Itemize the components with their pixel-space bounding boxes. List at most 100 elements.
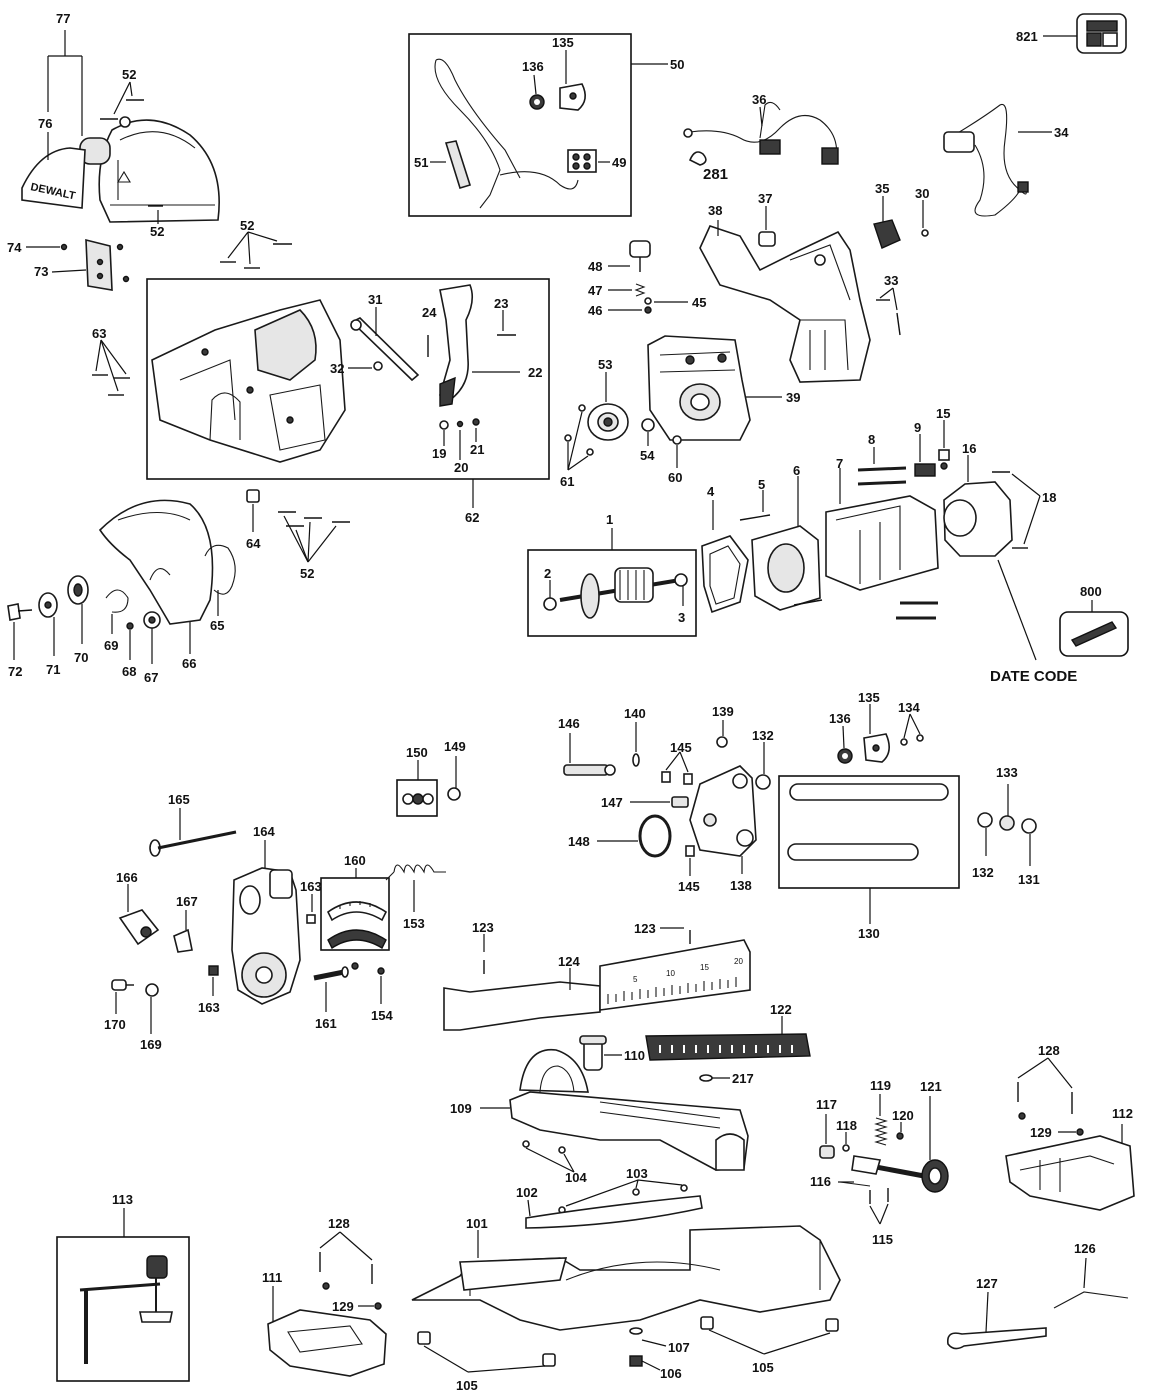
screw-163-b [208,965,219,976]
label-160: 160 [344,853,366,868]
label-165: 165 [168,792,190,807]
label-52-c: 52 [240,218,254,233]
power-cord [434,58,579,209]
fence-scale-20: 20 [734,957,743,966]
feet-105 [417,1316,839,1367]
label-102: 102 [516,1185,538,1200]
label-9: 9 [914,420,921,435]
clamp-washer-70 [67,575,89,605]
bushing-117 [819,1145,835,1159]
flange-71 [38,592,58,618]
label-73: 73 [34,264,48,279]
screw-30 [921,229,929,237]
label-139: 139 [712,704,734,719]
terminal-block-49 [567,149,597,173]
screws-128-b [319,1252,373,1284]
screws-104 [522,1140,566,1154]
spring-20 [456,420,464,428]
label-16: 16 [962,441,976,456]
ring-132-b [977,812,993,828]
label-22: 22 [528,365,542,380]
label-105-b: 105 [752,1360,774,1375]
label-38: 38 [708,203,722,218]
box-62 [146,278,550,480]
motor-housing-half [151,299,346,463]
bracket-73 [85,238,113,291]
label-49: 49 [612,155,626,170]
cord-sleeve-51 [444,140,472,189]
nut-106 [629,1355,643,1367]
o-ring-140 [632,753,640,767]
screw-5 [739,514,771,521]
pivot-bolt-165 [149,830,237,857]
scale-102 [525,1195,703,1229]
label-52-d: 52 [300,566,314,581]
label-129-b: 129 [332,1299,354,1314]
label-77: 77 [56,11,70,26]
label-167: 167 [176,894,198,909]
armature [559,567,681,619]
label-3: 3 [678,610,685,625]
screws-134 [900,734,924,746]
nut-149 [447,787,461,801]
rails-130 [787,783,949,861]
label-69: 69 [104,638,118,653]
label-115: 115 [872,1232,893,1247]
label-54: 54 [640,448,655,463]
label-164: 164 [253,824,275,839]
label-74: 74 [7,240,22,255]
bearing-plate-53 [587,403,629,441]
label-146: 146 [558,716,580,731]
clamp-135-b [863,733,890,763]
bevel-scales-160 [320,877,390,951]
label-101: 101 [466,1216,488,1231]
label-128-b: 128 [328,1216,350,1231]
miter-handle-121 [851,1155,949,1193]
label-145-a: 145 [670,740,692,755]
gear-case-38 [699,225,871,383]
label-130: 130 [858,926,880,941]
label-133: 133 [996,765,1018,780]
end-cap-16 [943,481,1013,557]
kerf-plate-122 [645,1033,811,1061]
latch-167 [173,928,193,953]
switch-35 [873,219,901,249]
label-52-a: 52 [122,67,136,82]
label-129-a: 129 [1030,1125,1052,1140]
label-50: 50 [670,57,684,72]
bracket-138 [689,765,757,857]
screws-145-a [661,771,693,785]
label-118: 118 [836,1118,857,1133]
label-217: 217 [732,1071,754,1086]
cable-tie-281 [688,151,707,166]
brush-holder-15 [938,449,950,470]
spring-153 [385,864,446,881]
label-136-b: 136 [829,711,851,726]
fence-124: 5 10 15 20 [443,939,751,1031]
washer-68 [126,622,134,630]
field-6 [751,525,821,611]
label-37: 37 [758,191,772,206]
label-134: 134 [898,700,920,715]
label-47: 47 [588,283,602,298]
motor-housing-7 [825,495,939,591]
fence-scale-15: 15 [700,963,709,972]
nut-129-a [1076,1128,1084,1136]
pivot-110 [579,1035,607,1071]
ring-45 [644,297,652,305]
knob-166 [118,909,160,946]
label-61: 61 [560,474,574,489]
label-67: 67 [144,670,158,685]
label-106: 106 [660,1366,682,1381]
label-140: 140 [624,706,646,721]
link-31 [350,317,420,382]
label-124: 124 [558,954,580,969]
box-113 [56,1236,190,1382]
upper-guard [79,116,220,223]
label-52-b: 52 [150,224,164,239]
pin-60 [672,435,682,445]
label-166: 166 [116,870,138,885]
label-5: 5 [758,477,765,492]
bushing-64 [246,489,260,503]
label-131: 131 [1018,872,1040,887]
